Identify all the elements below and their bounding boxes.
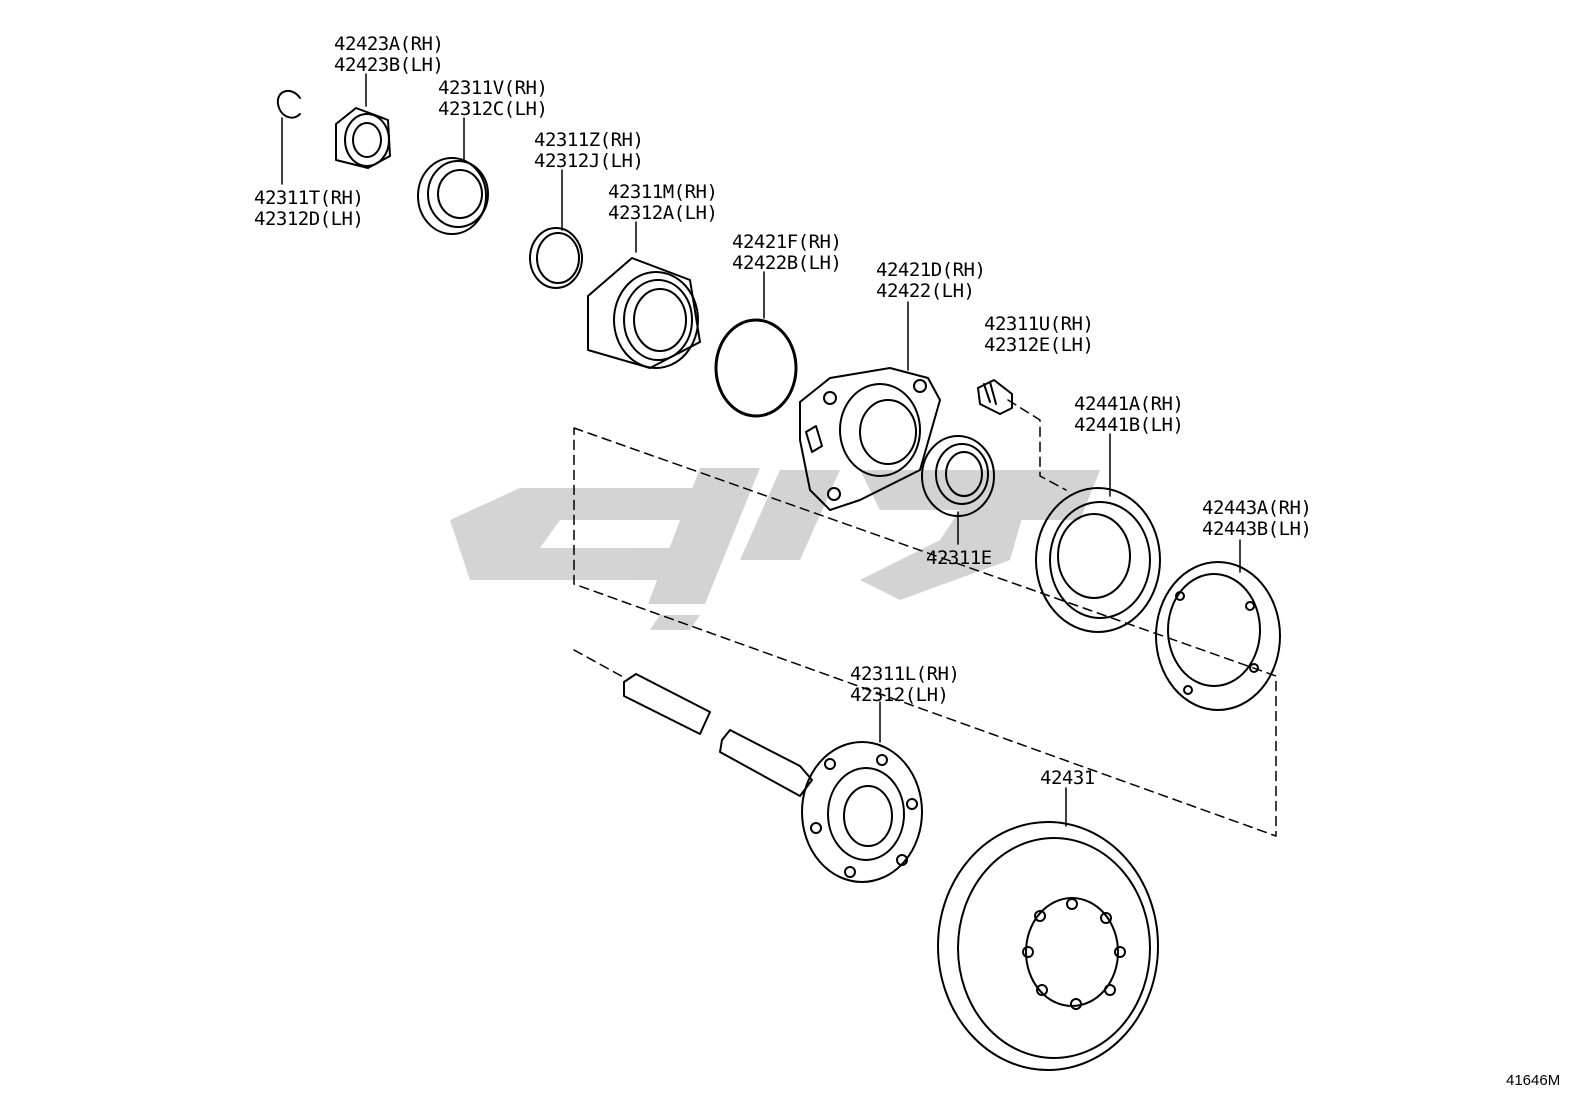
label-line1: 42311E <box>926 547 992 569</box>
label-line2: 42422(LH) <box>876 280 975 302</box>
label-line2: 42441B(LH) <box>1074 414 1184 436</box>
label-line2: 42312D(LH) <box>254 208 364 230</box>
label-axle-hub: 42421D(RH) 42422(LH) <box>876 259 986 302</box>
label-dust-cover: 42441A(RH) 42441B(LH) <box>1074 393 1184 436</box>
axle-hub <box>799 367 941 511</box>
label-hub-bolt: 42311U(RH) 42312E(LH) <box>984 313 1094 356</box>
label-line1: 42311L(RH) <box>850 663 960 685</box>
label-outer-oil-seal: 42311V(RH) 42312C(LH) <box>438 77 548 120</box>
gasket-plate <box>1155 561 1281 711</box>
leader-lines <box>281 73 1241 827</box>
hub-bearing <box>587 257 701 369</box>
label-line1: 42431 <box>1040 767 1095 789</box>
label-spacer-ring: 42311Z(RH) 42312J(LH) <box>534 129 644 172</box>
label-line2: 42312(LH) <box>850 684 949 706</box>
label-line2: 42312C(LH) <box>438 98 548 120</box>
label-line2: 42443B(LH) <box>1202 518 1312 540</box>
label-line2: 42423B(LH) <box>334 54 444 76</box>
label-line1: 42423A(RH) <box>334 33 444 55</box>
outer-bearing <box>335 107 391 169</box>
label-o-ring: 42421F(RH) 42422B(LH) <box>732 231 842 274</box>
brake-disc <box>937 821 1159 1071</box>
outer-oil-seal <box>417 157 489 235</box>
label-line2: 42312E(LH) <box>984 334 1094 356</box>
label-line1: 42311T(RH) <box>254 187 364 209</box>
label-gasket-plate: 42443A(RH) 42443B(LH) <box>1202 497 1312 540</box>
label-line1: 42311U(RH) <box>984 313 1094 335</box>
label-line2: 42312A(LH) <box>608 202 718 224</box>
snap-ring <box>276 89 301 119</box>
label-outer-bearing: 42423A(RH) 42423B(LH) <box>334 33 444 76</box>
label-snap-ring: 42311T(RH) 42312D(LH) <box>254 187 364 230</box>
label-hub-bearing: 42311M(RH) 42312A(LH) <box>608 181 718 224</box>
label-line1: 42441A(RH) <box>1074 393 1184 415</box>
label-line1: 42421F(RH) <box>732 231 842 253</box>
label-line1: 42421D(RH) <box>876 259 986 281</box>
label-line2: 42422B(LH) <box>732 252 842 274</box>
watermark-logo <box>450 468 1100 630</box>
label-line1: 42311V(RH) <box>438 77 548 99</box>
label-line2: 42312J(LH) <box>534 150 644 172</box>
label-brake-disc: 42431 <box>1040 768 1095 789</box>
inner-oil-seal <box>921 435 995 517</box>
label-axle-shaft: 42311L(RH) 42312(LH) <box>850 663 960 706</box>
dust-cover <box>1035 487 1161 633</box>
label-line1: 42443A(RH) <box>1202 497 1312 519</box>
spacer-ring <box>529 227 583 289</box>
label-line1: 42311M(RH) <box>608 181 718 203</box>
label-inner-oil-seal: 42311E <box>926 548 992 569</box>
hub-bolt <box>977 379 1013 415</box>
diagram-reference-id: 41646M <box>1506 1072 1561 1089</box>
label-line1: 42311Z(RH) <box>534 129 644 151</box>
o-ring <box>714 318 798 418</box>
axle-shaft <box>623 673 923 883</box>
